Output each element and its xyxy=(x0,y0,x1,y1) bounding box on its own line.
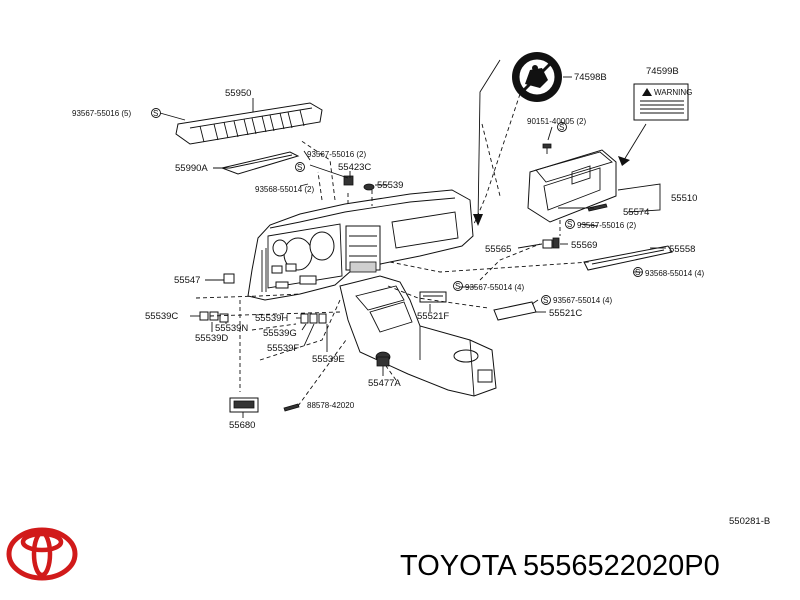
label-88578-42020: 88578-42020 xyxy=(307,401,355,410)
label-93567-55014-4b: 93567-55014 (4) xyxy=(553,296,612,305)
glove-box-55510 xyxy=(527,149,617,223)
label-55558: 55558 xyxy=(669,244,695,255)
label-55510: 55510 xyxy=(671,193,697,204)
trim-strip-55990a xyxy=(220,151,300,175)
label-55539e: 55539E xyxy=(312,354,345,365)
label-93567-55016-2a: 93567-55016 (2) xyxy=(307,150,366,159)
label-93567-55016-5: 93567-55016 (5) xyxy=(72,109,131,118)
screw-symbol-5: S xyxy=(635,268,640,277)
label-55565: 55565 xyxy=(485,244,511,255)
label-55539g: 55539G xyxy=(263,328,297,339)
bolt-55574 xyxy=(587,203,608,212)
knob-55477a xyxy=(375,351,391,367)
label-55539: 55539 xyxy=(377,180,403,191)
label-93568-55014-4: 93568-55014 (4) xyxy=(645,269,704,278)
label-55569: 55569 xyxy=(571,240,597,251)
label-74598b: 74598B xyxy=(574,72,607,83)
label-55574: 55574 xyxy=(623,207,649,218)
bar-55558 xyxy=(583,245,673,271)
arrows xyxy=(473,59,647,226)
label-93567-55016-2b: 93567-55016 (2) xyxy=(577,221,636,230)
part-55680 xyxy=(229,397,259,413)
label-55539h: 55539H xyxy=(255,313,288,324)
label-55539f: 55539F xyxy=(267,343,299,354)
air-duct-55950 xyxy=(175,102,323,145)
part-55569 xyxy=(552,237,560,249)
part-55565 xyxy=(542,239,553,249)
label-90151-40005-2: 90151-40005 (2) xyxy=(527,117,586,126)
label-55680: 55680 xyxy=(229,420,255,431)
part-55521c xyxy=(493,301,537,321)
part-labels: 55950 93567-55016 (5) 55990A 93567-55016… xyxy=(72,66,704,431)
clip-55423c xyxy=(343,175,354,186)
label-55521c: 55521C xyxy=(549,308,582,319)
center-console xyxy=(339,275,497,397)
dashed-guides xyxy=(195,93,591,407)
label-55539c: 55539C xyxy=(145,311,178,322)
part-number-title: TOYOTA 5556522020P0 xyxy=(400,550,720,582)
screw-symbol-7: S xyxy=(543,296,548,305)
label-55423c: 55423C xyxy=(338,162,371,173)
screw-symbol-1: S xyxy=(153,109,158,118)
screw-symbol-2: S xyxy=(297,163,302,172)
label-55539n: 55539N xyxy=(215,323,248,334)
screw-90151 xyxy=(542,143,552,154)
airbag-label-74598b xyxy=(512,52,562,102)
screw-symbol-4: S xyxy=(567,220,572,229)
label-55521f: 55521F xyxy=(417,311,449,322)
diagram-code: 550281-B xyxy=(729,516,771,527)
label-55477a: 55477A xyxy=(368,378,401,389)
toyota-logo xyxy=(6,527,78,581)
clip-55539 xyxy=(363,183,375,191)
screw-symbol-6: S xyxy=(455,282,460,291)
label-55950: 55950 xyxy=(225,88,251,99)
warning-label-74599b: WARNING xyxy=(633,83,692,121)
instrument-panel xyxy=(247,189,474,301)
clip-88578 xyxy=(283,403,300,412)
warning-label-title: WARNING xyxy=(654,88,692,97)
label-55990a: 55990A xyxy=(175,163,208,174)
label-93567-55014-4a: 93567-55014 (4) xyxy=(465,283,524,292)
part-55521f xyxy=(419,291,447,303)
label-55539d: 55539D xyxy=(195,333,228,344)
label-55547: 55547 xyxy=(174,275,200,286)
label-93568-55014-2: 93568-55014 (2) xyxy=(255,185,314,194)
screw-symbols: S S S S S S S xyxy=(151,108,643,305)
label-74599b: 74599B xyxy=(646,66,679,77)
part-55547 xyxy=(223,273,235,284)
screw-symbol-3: S xyxy=(559,123,564,132)
leader-lines xyxy=(159,76,666,418)
